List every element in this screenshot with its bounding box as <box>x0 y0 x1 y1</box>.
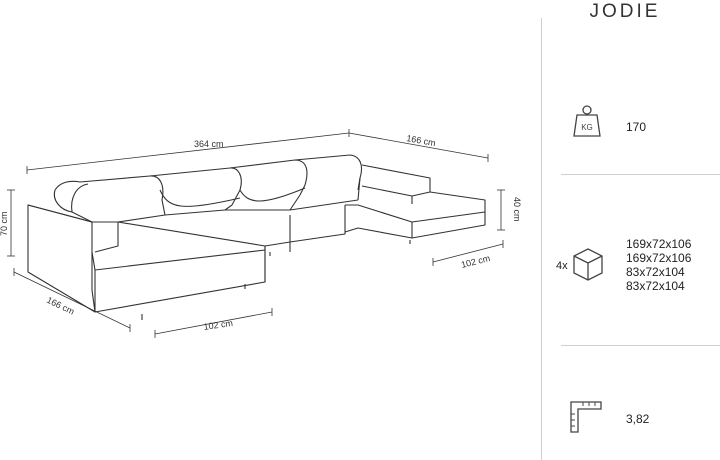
package-dim: 83x72x104 <box>626 265 685 279</box>
volume-ruler-icon <box>570 401 602 433</box>
package-dim: 83x72x104 <box>626 279 685 293</box>
weight-value: 170 <box>626 120 647 134</box>
volume-value: 3,82 <box>626 412 650 426</box>
weight-unit: KG <box>581 123 593 132</box>
weight-kg-icon: KG <box>573 105 601 137</box>
package-dim: 169x72x106 <box>626 237 692 251</box>
dim-total-width: 364 cm <box>194 139 224 149</box>
product-title: JODIE <box>589 1 661 22</box>
sofa-technical-drawing: 364 cm 166 cm 70 cm 40 cm 166 cm 102 cm … <box>0 129 522 338</box>
vertical-divider <box>541 18 542 460</box>
dim-back-height: 70 cm <box>0 211 9 236</box>
package-box-icon <box>573 248 603 281</box>
package-dim: 169x72x106 <box>626 251 692 265</box>
divider-packages-volume <box>561 345 720 346</box>
dim-seat-height: 40 cm <box>512 197 522 222</box>
dim-right-chaise-width: 102 cm <box>460 253 491 270</box>
package-dimensions-list: 169x72x106 169x72x106 83x72x104 83x72x10… <box>626 237 691 293</box>
package-count: 4x <box>556 260 568 272</box>
dim-left-chaise-width: 102 cm <box>203 318 234 332</box>
divider-weight-packages <box>561 174 720 175</box>
